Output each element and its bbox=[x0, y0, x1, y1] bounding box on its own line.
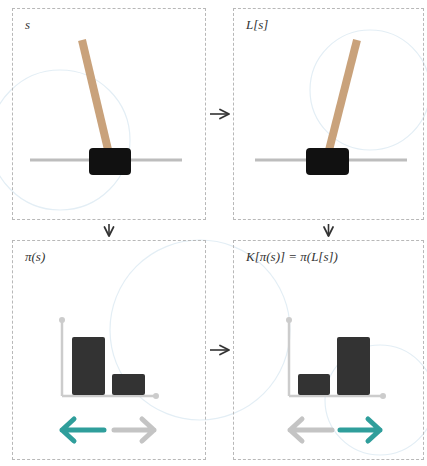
right-arrow bbox=[114, 419, 154, 441]
axis-dot bbox=[153, 393, 159, 399]
cart bbox=[89, 148, 131, 175]
axis bbox=[288, 320, 291, 396]
left-arrow bbox=[290, 419, 332, 441]
cartpole-mirrored bbox=[255, 40, 407, 175]
panel-label: K[π(s)] = π(L[s]) bbox=[246, 249, 338, 265]
bar bbox=[337, 337, 370, 395]
panel-label: L[s] bbox=[246, 17, 268, 33]
transform-arrow bbox=[210, 349, 229, 351]
bar bbox=[112, 374, 145, 395]
axis bbox=[61, 320, 64, 396]
panel-box: K[π(s)] = π(L[s]) bbox=[233, 240, 424, 460]
axis bbox=[62, 395, 156, 398]
cartpole-state bbox=[30, 40, 182, 175]
axis bbox=[289, 395, 383, 398]
panel-box: s bbox=[12, 8, 206, 220]
axis-dot bbox=[380, 393, 386, 399]
policy-chart bbox=[59, 317, 159, 441]
axis-dot bbox=[59, 317, 65, 323]
bar bbox=[72, 337, 105, 395]
bar bbox=[298, 374, 330, 395]
panel-label: s bbox=[25, 17, 30, 33]
transform-arrow bbox=[108, 224, 110, 236]
panel-box: π(s) bbox=[12, 240, 206, 460]
axis-dot bbox=[286, 317, 292, 323]
transform-arrow bbox=[328, 224, 330, 236]
transform-arrow bbox=[210, 113, 229, 115]
panel-box: L[s] bbox=[233, 8, 424, 220]
policy-chart-mirrored bbox=[286, 317, 386, 441]
panel-label: π(s) bbox=[25, 249, 45, 265]
watermark-circles bbox=[0, 30, 427, 455]
cart bbox=[306, 148, 349, 175]
pole bbox=[82, 40, 110, 158]
right-arrow bbox=[340, 419, 380, 441]
pole bbox=[327, 40, 357, 158]
left-arrow bbox=[62, 419, 104, 441]
